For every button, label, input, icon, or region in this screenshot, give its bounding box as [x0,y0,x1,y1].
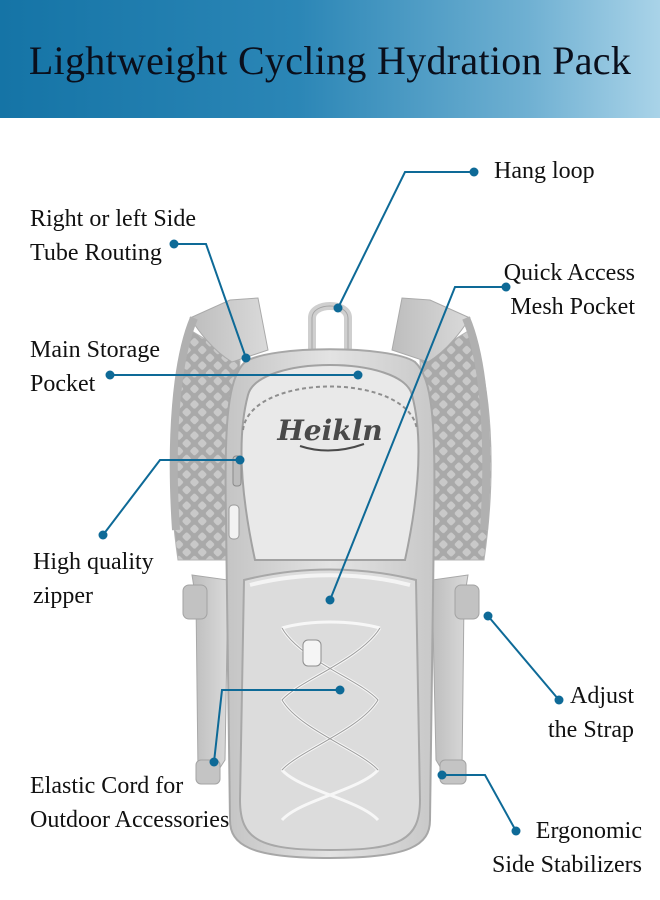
callout-elastic-cord: Elastic Cord for Outdoor Accessories [30,773,230,833]
callout-zipper: High quality zipper [33,549,154,609]
callout-stabilizers: Ergonomic Side Stabilizers [492,818,642,878]
leader-dots [98,167,564,836]
callout-adjust-strap: Adjust the Strap [548,683,634,743]
zipper [242,385,418,431]
title-banner: Lightweight Cycling Hydration Pack [0,0,660,118]
mesh-pocket [238,568,422,852]
main-storage-pocket [240,364,420,561]
callout-main-storage: Main Storage Pocket [30,337,160,397]
callout-hang-loop: Hang loop [494,158,595,184]
brand-logo: Heikln [276,414,382,447]
callout-mesh-pocket: Quick Access Mesh Pocket [503,260,635,320]
callout-tube-routing: Right or left Side Tube Routing [30,206,196,266]
page-title: Lightweight Cycling Hydration Pack [28,38,632,83]
leader-lines [102,171,560,832]
hang-loop [308,302,352,356]
